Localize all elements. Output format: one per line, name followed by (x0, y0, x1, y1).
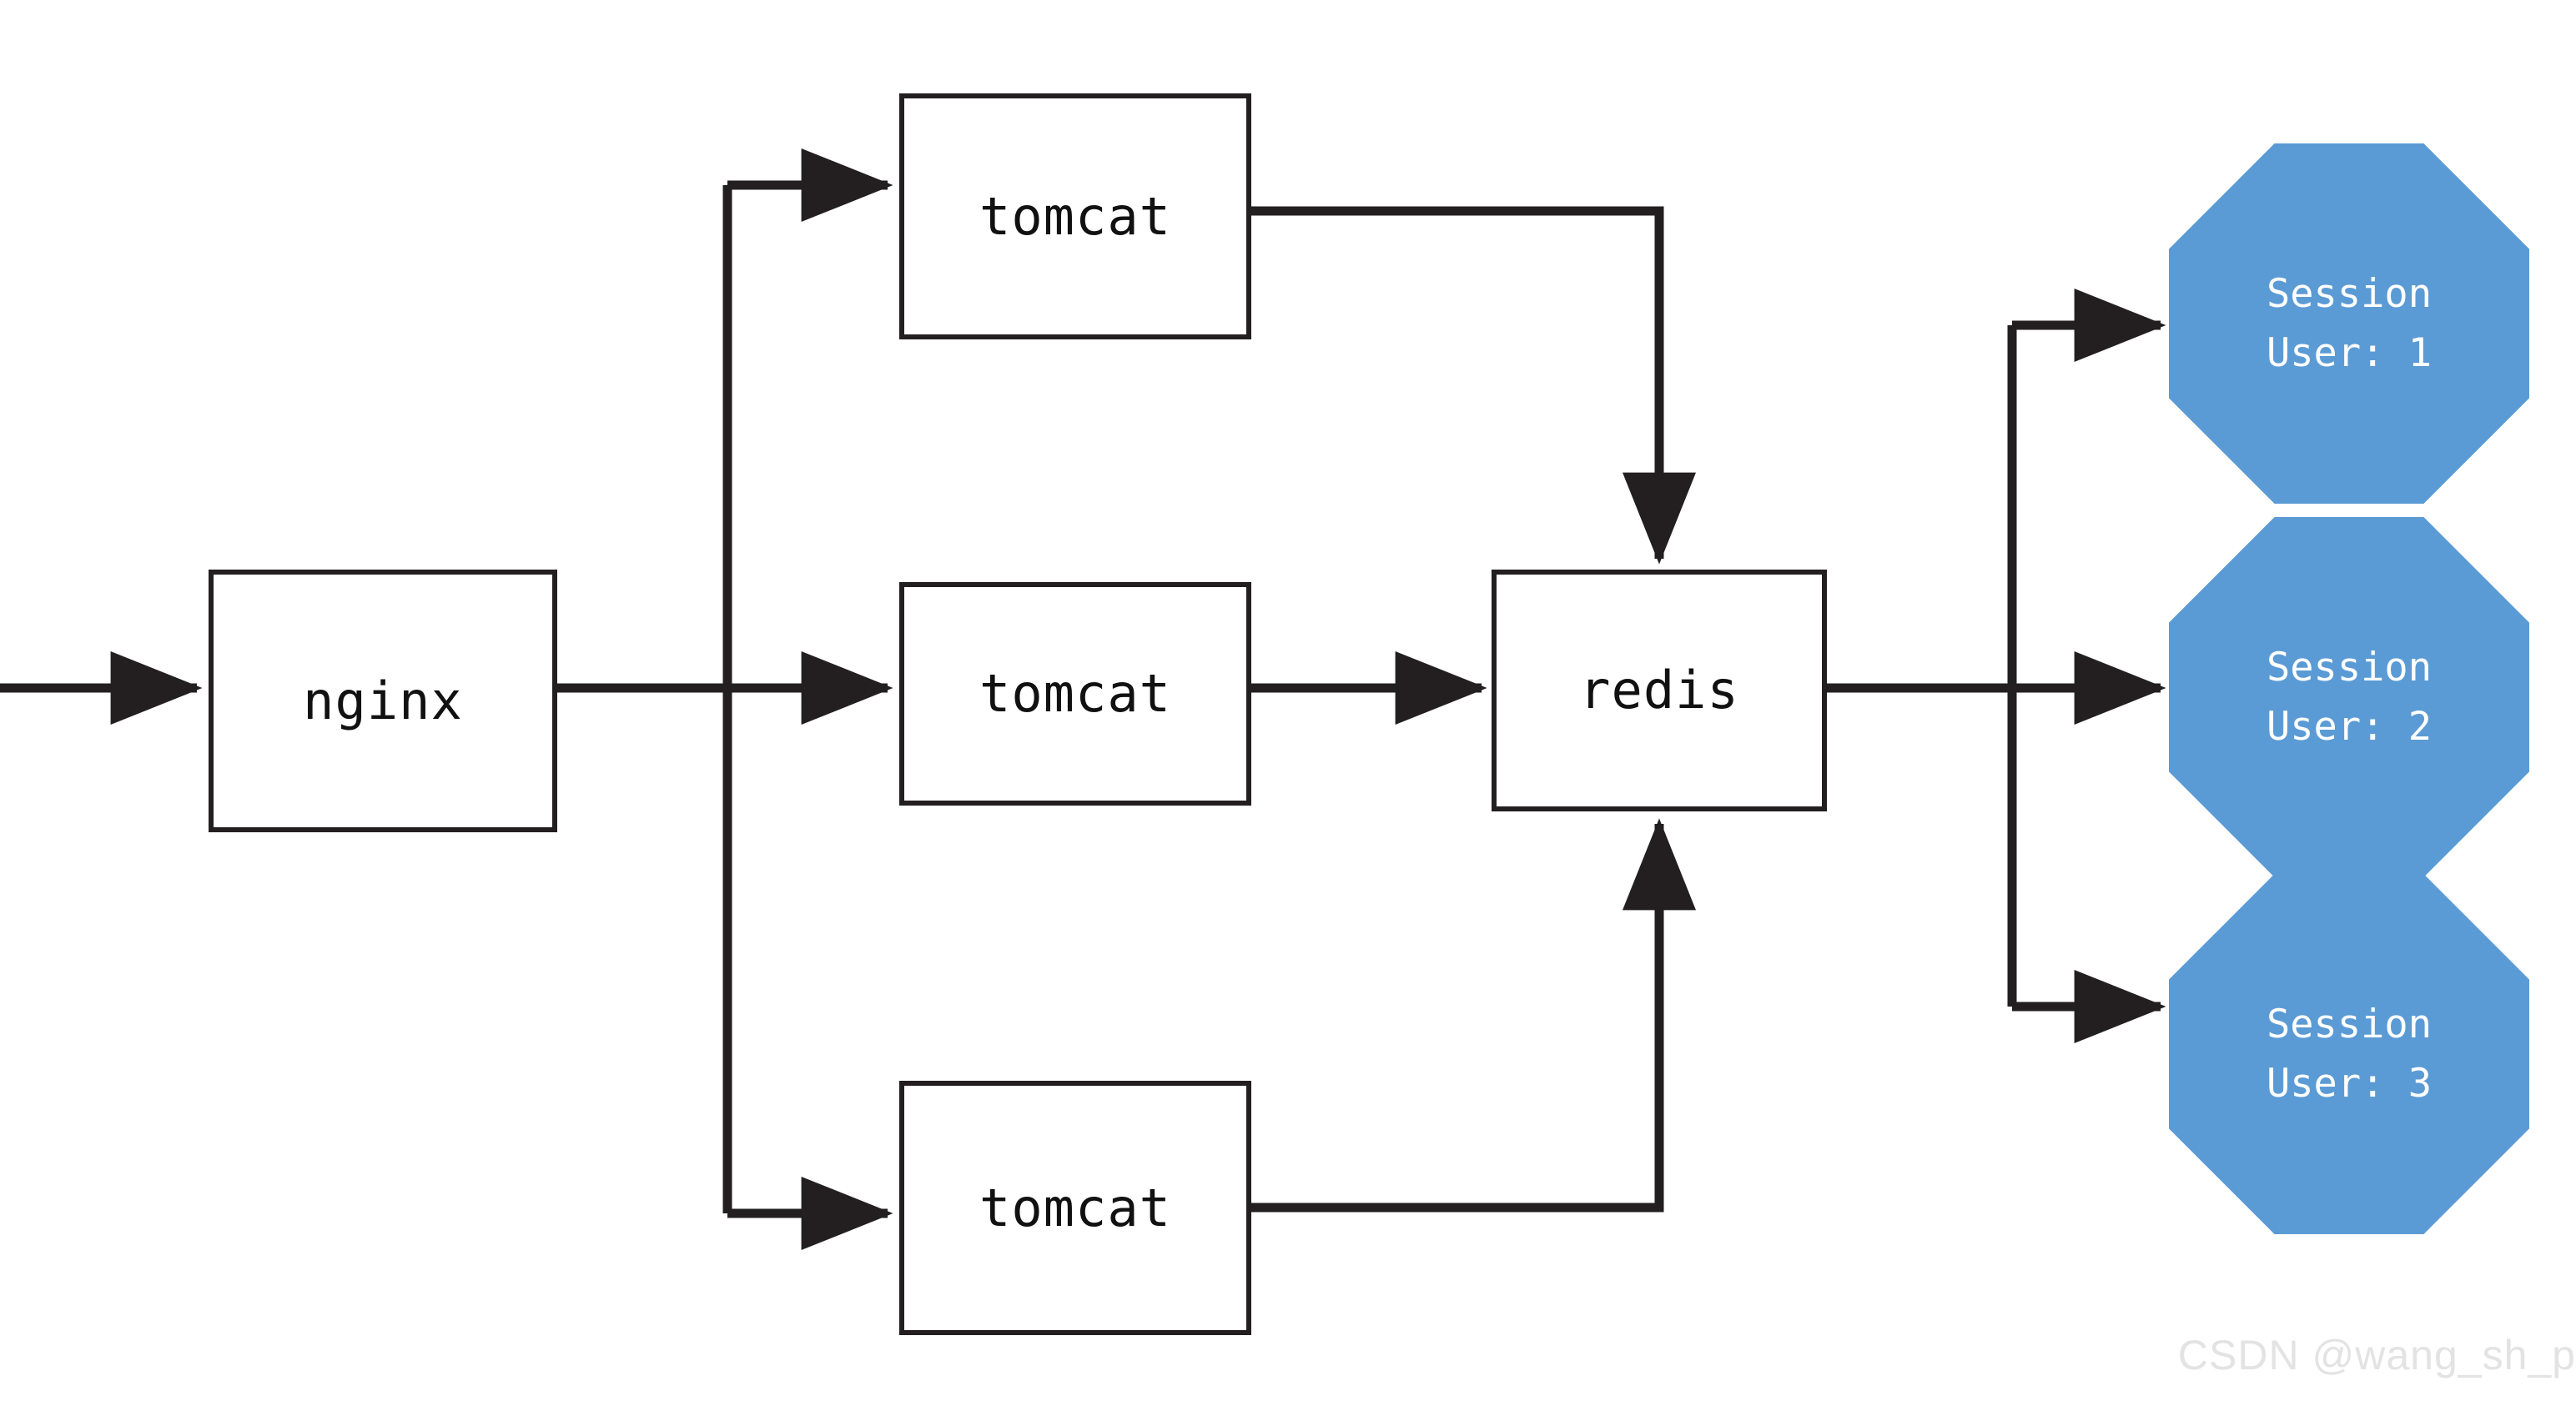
node-tomcat-bottom-label: tomcat (979, 1177, 1171, 1238)
node-tomcat-top-label: tomcat (979, 185, 1171, 247)
node-tomcat-middle-label: tomcat (979, 663, 1171, 724)
node-nginx-label: nginx (303, 670, 463, 731)
node-redis[interactable]: redis (1492, 570, 1827, 811)
session-3-title: Session (2266, 1001, 2433, 1047)
session-1-title: Session (2266, 270, 2433, 317)
session-1-user: User: 1 (2266, 330, 2433, 376)
edge-tomcat-bottom-to-redis (1251, 818, 1696, 1213)
node-redis-label: redis (1579, 660, 1739, 721)
edge-tomcat-top-to-redis (1251, 206, 1696, 565)
node-nginx[interactable]: nginx (209, 570, 557, 832)
session-3-user: User: 3 (2266, 1061, 2433, 1107)
node-tomcat-top[interactable]: tomcat (899, 93, 1251, 339)
node-tomcat-middle[interactable]: tomcat (899, 582, 1251, 806)
node-tomcat-bottom[interactable]: tomcat (899, 1081, 1251, 1335)
session-2-user: User: 2 (2266, 704, 2433, 750)
session-2-title: Session (2266, 644, 2433, 690)
node-session-user-1[interactable]: Session User: 1 (2169, 143, 2529, 504)
node-session-user-3[interactable]: Session User: 3 (2169, 874, 2529, 1234)
node-session-user-2[interactable]: Session User: 2 (2169, 517, 2529, 877)
csdn-watermark: CSDN @wang_sh_p (2177, 1332, 2576, 1378)
edge-nginx-to-branch-trunk (557, 185, 732, 1213)
edge-redis-to-session-trunk (1827, 325, 2017, 1007)
